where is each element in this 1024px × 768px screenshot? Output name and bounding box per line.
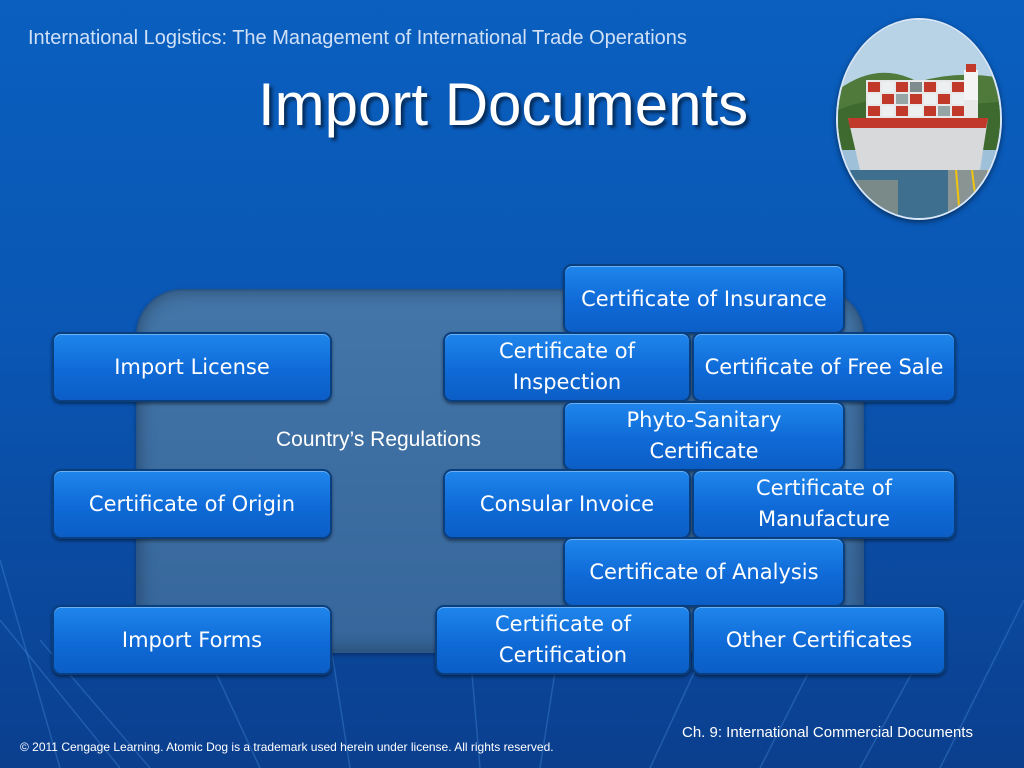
import-license-box[interactable]: Import License [52, 332, 332, 402]
regulations-label: Country’s Regulations [276, 428, 482, 451]
chapter-label: Ch. 9: International Commercial Document… [682, 724, 973, 741]
certificate-of-insurance-box[interactable]: Certificate of Insurance [563, 264, 845, 334]
certificate-of-inspection-box[interactable]: Certificate of Inspection [443, 332, 691, 402]
phyto-sanitary-certificate-box[interactable]: Phyto-Sanitary Certificate [563, 401, 845, 471]
import-forms-box[interactable]: Import Forms [52, 605, 332, 675]
certificate-of-certification-box[interactable]: Certificate of Certification [435, 605, 691, 675]
course-title: International Logistics: The Management … [28, 27, 687, 49]
consular-invoice-box[interactable]: Consular Invoice [443, 469, 691, 539]
other-certificates-box[interactable]: Other Certificates [692, 605, 946, 675]
slide-title: Import Documents [258, 71, 749, 138]
certificate-of-manufacture-box[interactable]: Certificate of Manufacture [692, 469, 956, 539]
certificate-of-analysis-box[interactable]: Certificate of Analysis [563, 537, 845, 607]
certificate-of-free-sale-box[interactable]: Certificate of Free Sale [692, 332, 956, 402]
certificate-of-origin-box[interactable]: Certificate of Origin [52, 469, 332, 539]
copyright-notice: © 2011 Cengage Learning. Atomic Dog is a… [20, 740, 554, 754]
container-ship-image [836, 18, 1002, 220]
